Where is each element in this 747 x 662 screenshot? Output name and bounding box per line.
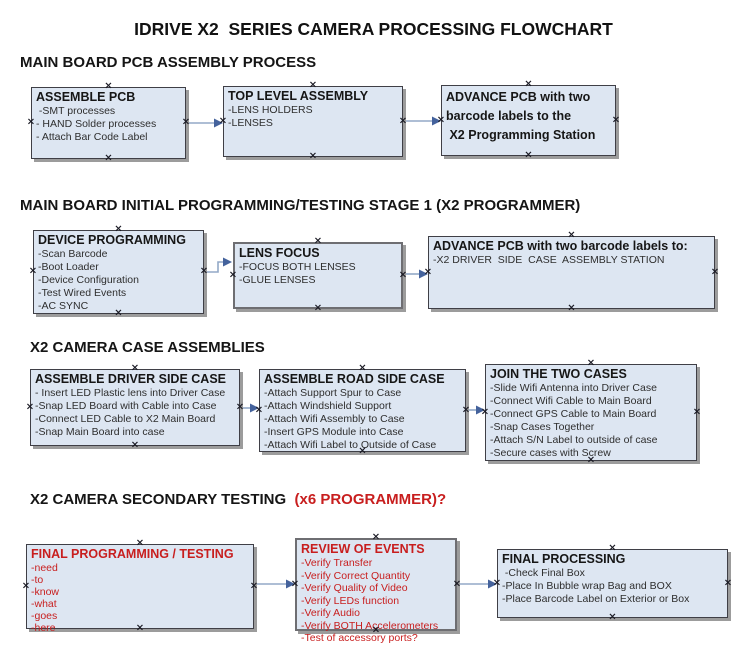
box-item: - Insert LED Plastic lens into Driver Ca… — [35, 387, 226, 399]
arrowhead-icon — [419, 269, 428, 279]
box-item: -Scan Barcode — [38, 248, 108, 260]
arrowhead-icon — [286, 579, 295, 589]
box-title-line: ADVANCE PCB with two — [446, 90, 591, 104]
box-item: -Insert GPS Module into Case — [264, 426, 404, 438]
box-title: ASSEMBLE PCB — [36, 90, 136, 104]
box-item: -Boot Loader — [38, 261, 99, 273]
box-item: -Connect Wifi Cable to Main Board — [490, 395, 652, 407]
box-item: -Verify LEDs function — [301, 594, 400, 607]
section-heading-secondary-testing-black: X2 CAMERA SECONDARY TESTING — [30, 491, 295, 508]
box-item: -Snap Cases Together — [490, 421, 595, 433]
box-item: -Attach Support Spur to Case — [264, 387, 402, 399]
arrowhead-icon — [432, 116, 441, 126]
box-item: -Test of accessory ports? — [301, 632, 418, 644]
box-title: LENS FOCUS — [239, 246, 320, 260]
box-device-programming: DEVICE PROGRAMMING-Scan Barcode-Boot Loa… — [33, 230, 204, 314]
box-item: -Attach Wifi Assembly to Case — [264, 413, 405, 425]
box-item: -goes — [31, 610, 58, 622]
box-item: -Connect LED Cable to X2 Main Board — [35, 413, 216, 425]
box-item: -here — [31, 622, 56, 634]
box-title: ASSEMBLE DRIVER SIDE CASE — [35, 372, 227, 386]
box-item: -what — [31, 598, 57, 610]
flow-arrow — [256, 579, 295, 589]
box-item: -Device Configuration — [38, 274, 139, 286]
box-join-the-two-cases: JOIN THE TWO CASES-Slide Wifi Antenna in… — [485, 364, 697, 461]
box-item: -Snap LED Board with Cable into Case — [35, 400, 217, 412]
box-item: -need — [31, 562, 58, 574]
box-item: -Verify Audio — [301, 607, 360, 619]
box-item: -Snap Main Board into case — [35, 426, 165, 438]
box-final-programming-testing: FINAL PROGRAMMING / TESTING-need-to-know… — [26, 544, 254, 634]
flow-arrow — [459, 579, 497, 589]
flow-arrow — [468, 405, 485, 415]
page-title: IDRIVE X2 SERIES CAMERA PROCESSING FLOWC… — [134, 19, 613, 39]
section-heading-case-assemblies: X2 CAMERA CASE ASSEMBLIES — [30, 339, 265, 356]
box-item: -know — [31, 586, 60, 598]
section-heading-initial-programming: MAIN BOARD INITIAL PROGRAMMING/TESTING S… — [20, 197, 581, 214]
box-assemble-pcb: ASSEMBLE PCB -SMT processes- HAND Solder… — [31, 87, 186, 159]
box-lens-focus: LENS FOCUS-FOCUS BOTH LENSES-GLUE LENSES — [233, 242, 403, 309]
box-item: -Attach Windshield Support — [264, 400, 392, 412]
box-assemble-driver-side-case: ASSEMBLE DRIVER SIDE CASE- Insert LED Pl… — [30, 369, 240, 446]
flow-arrow — [242, 403, 259, 413]
arrowhead-icon — [223, 257, 232, 267]
box-top-level-assembly: TOP LEVEL ASSEMBLY-LENS HOLDERS-LENSES — [223, 86, 403, 157]
box-title: ASSEMBLE ROAD SIDE CASE — [264, 372, 445, 386]
arrowhead-icon — [476, 405, 485, 415]
box-item: -Verify Correct Quantity — [301, 569, 411, 582]
box-item: -Secure cases with Screw — [490, 447, 611, 459]
box-item: -Attach S/N Label to outside of case — [490, 434, 658, 446]
box-title-line: X2 Programming Station — [446, 128, 596, 142]
arrowhead-icon — [250, 403, 259, 413]
box-title: JOIN THE TWO CASES — [490, 367, 627, 381]
flow-arrow — [188, 118, 223, 128]
box-item: -Verify BOTH Accelerometers — [301, 619, 439, 632]
box-item: -Check Final Box — [502, 567, 585, 579]
box-item: - Attach Bar Code Label — [36, 131, 148, 143]
box-item: -Place In Bubble wrap Bag and BOX — [502, 580, 672, 592]
box-assemble-road-side-case: ASSEMBLE ROAD SIDE CASE-Attach Support S… — [259, 369, 466, 452]
section-heading-secondary-testing: X2 CAMERA SECONDARY TESTING (x6 PROGRAMM… — [30, 491, 446, 508]
section-heading-pcb-assembly: MAIN BOARD PCB ASSEMBLY PROCESS — [20, 54, 317, 71]
box-item: -AC SYNC — [38, 300, 89, 312]
box-advance-pcb-case: ADVANCE PCB with two barcode labels to:-… — [428, 236, 715, 309]
arrowhead-icon — [488, 579, 497, 589]
flow-arrow — [405, 116, 441, 126]
box-title: DEVICE PROGRAMMING — [38, 233, 186, 247]
box-advance-pcb-programming: ADVANCE PCB with two barcode labels to th… — [441, 85, 616, 156]
box-item: -Connect GPS Cable to Main Board — [490, 408, 657, 420]
box-title: FINAL PROCESSING — [502, 552, 626, 566]
flow-arrow — [405, 269, 428, 279]
box-item: -FOCUS BOTH LENSES — [239, 261, 356, 273]
box-item: -Attach Wifi Label to Outside of Case — [264, 439, 437, 451]
box-item: -GLUE LENSES — [239, 274, 316, 286]
box-item: -LENSES — [228, 117, 273, 129]
box-item: -Verify Quality of Video — [301, 582, 408, 594]
box-item: -to — [31, 574, 44, 586]
box-title: REVIEW OF EVENTS — [301, 542, 425, 556]
box-item: -Slide Wifi Antenna into Driver Case — [490, 382, 657, 394]
box-item: -LENS HOLDERS — [228, 104, 313, 116]
box-item: - HAND Solder processes — [36, 118, 157, 130]
box-title-line: barcode labels to the — [446, 109, 572, 123]
box-title: FINAL PROGRAMMING / TESTING — [31, 547, 234, 561]
section-heading-secondary-testing-red: (x6 PROGRAMMER)? — [294, 491, 447, 508]
flow-arrow — [206, 257, 232, 273]
box-title: ADVANCE PCB with two barcode labels to: — [433, 239, 688, 253]
box-item: -Verify Transfer — [301, 557, 373, 569]
box-review-of-events: REVIEW OF EVENTS-Verify Transfer-Verify … — [295, 538, 457, 644]
box-item: -Place Barcode Label on Exterior or Box — [502, 593, 690, 605]
box-title: TOP LEVEL ASSEMBLY — [228, 89, 369, 103]
box-item: -X2 DRIVER SIDE CASE ASSEMBLY STATION — [433, 254, 665, 266]
box-item: -SMT processes — [36, 105, 116, 117]
box-final-processing: FINAL PROCESSING -Check Final Box-Place … — [497, 549, 728, 618]
box-item: -Test Wired Events — [38, 287, 127, 299]
arrowhead-icon — [214, 118, 223, 128]
